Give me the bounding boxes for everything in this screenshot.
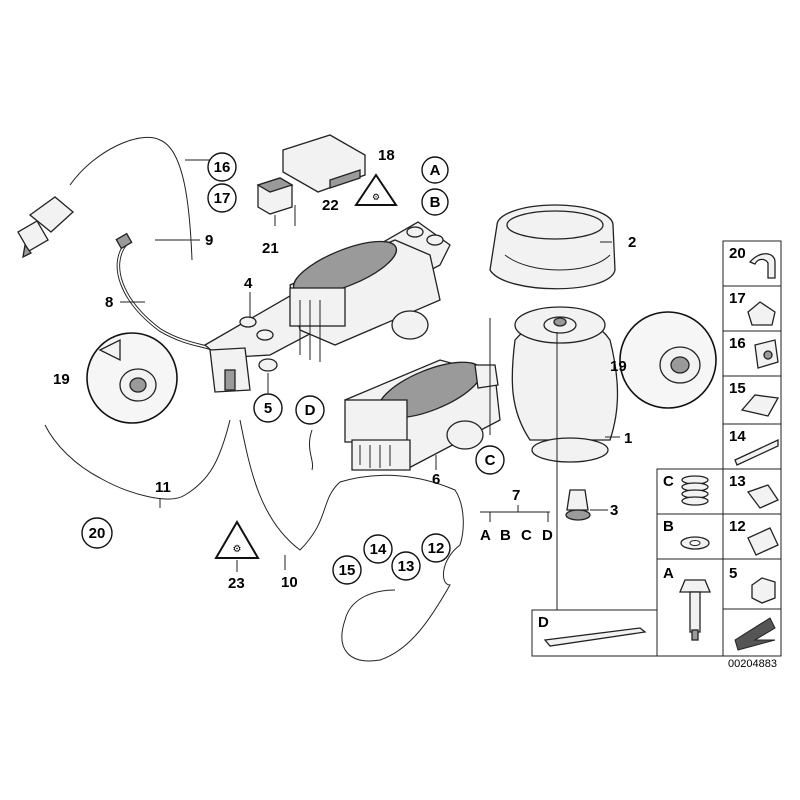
svg-text:20: 20 [729,245,746,262]
air-spring [511,306,619,463]
callout-8: 8 [105,294,113,311]
legend-cell-14: 14 [722,423,782,470]
legend-cell-B: B [656,513,724,560]
legend-cell-13: 13 [722,468,782,515]
valve-block [209,347,251,393]
callout-10: 10 [281,574,298,591]
callout-A-label: A [430,162,441,179]
callout-16: 16 [207,152,237,182]
legend-cell-15: 15 [722,375,782,425]
callout-20-label: 20 [89,525,106,542]
legend-cell-D: D [531,609,658,657]
svg-text:A: A [663,565,674,582]
callout-B-label: B [430,194,441,211]
callout-7: 7 [512,487,520,504]
kit-letter-b: B [500,527,511,544]
callout-9: 9 [205,232,213,249]
callout-C: C [475,445,505,475]
callout-23: 23 [228,575,245,592]
kit-letter-d: D [542,527,553,544]
callout-19-left: 19 [53,371,70,388]
legend-grid: 20 17 16 15 14 13 [531,240,782,670]
callout-2: 2 [628,234,636,251]
legend-cell-5: 5 [722,558,782,610]
cable-10 [239,419,464,551]
callout-3: 3 [610,502,618,519]
cable-12-15 [308,429,461,662]
callout-14-label: 14 [370,541,387,558]
control-module-18 [282,134,366,193]
callout-5-label: 5 [264,400,272,417]
callout-17-label: 17 [214,190,231,207]
orientation-arrow-icon [722,608,782,657]
callout-4: 4 [244,275,253,292]
svg-text:17: 17 [729,290,746,307]
callout-12-label: 12 [428,540,445,557]
svg-text:C: C [663,473,674,490]
legend-cell-A: A [656,558,724,657]
air-pipe-8 [115,232,216,352]
svg-text:5: 5 [729,565,737,582]
svg-text:B: B [663,518,674,535]
callout-5: 5 [253,393,283,423]
callout-B: B [421,188,449,216]
legend-cell-C: C [656,468,724,515]
legend-cell-20: 20 [722,240,782,287]
legend-cell-17: 17 [722,285,782,332]
svg-text:16: 16 [729,335,746,352]
legend-cell-12: 12 [722,513,782,560]
svg-text:14: 14 [729,428,746,445]
callout-14: 14 [363,534,393,564]
svg-text:12: 12 [729,518,746,535]
kit-letter-c: C [521,527,532,544]
callout-15: 15 [332,555,362,585]
svg-text:13: 13 [729,473,746,490]
pressure-sensor-assembly [17,136,193,261]
callout-22: 22 [322,197,339,214]
callout-18: 18 [378,147,395,164]
cable-11-20 [44,419,231,500]
callout-1: 1 [624,430,632,447]
callout-13-label: 13 [398,558,415,575]
callout-11: 11 [155,479,171,496]
catalog-number: 00204883 [728,658,777,670]
callout-D: D [295,395,325,425]
compressor-lower [344,359,501,471]
svg-text:⚙: ⚙ [372,192,380,202]
callout-12: 12 [421,533,451,563]
callout-15-label: 15 [339,562,356,579]
callout-A: A [421,156,449,184]
callout-21: 21 [262,240,279,257]
callout-16-label: 16 [214,159,231,176]
valve-3 [565,489,591,521]
detail-circle-left [86,332,178,424]
warning-triangle-22: ⚙ [354,173,398,206]
callout-20: 20 [81,517,113,549]
bellows-cover [489,204,616,290]
callout-13: 13 [391,551,421,581]
detail-circle-right [619,311,717,409]
svg-text:15: 15 [729,380,746,397]
svg-text:D: D [538,614,549,631]
callout-D-label: D [305,402,316,419]
nut-5 [258,358,278,372]
callout-6: 6 [432,471,440,488]
callout-C-label: C [485,452,496,469]
leader-lines [120,155,620,610]
callout-17: 17 [207,183,237,213]
compressor-upper [289,239,441,362]
warning-triangle-23: ⚙ [214,520,260,559]
kit-letter-a: A [480,527,491,544]
callout-19-right: 19 [610,358,627,375]
svg-text:⚙: ⚙ [233,544,242,555]
relay-21 [256,177,294,215]
legend-cell-16: 16 [722,330,782,377]
